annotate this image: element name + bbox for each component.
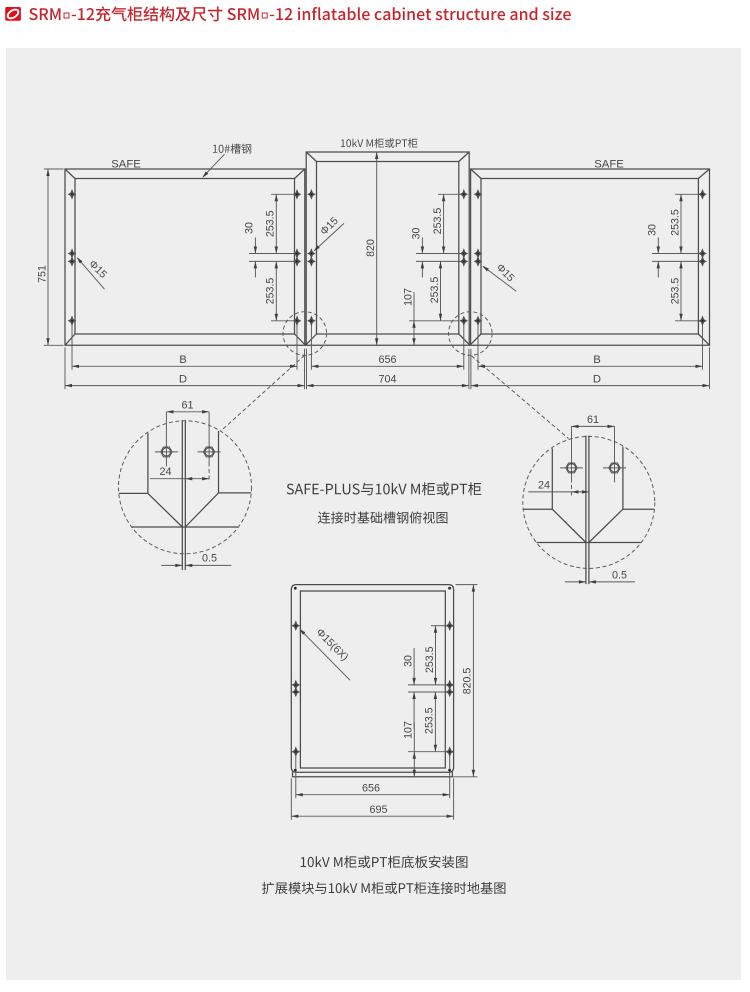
label-dim-820: 820 — [365, 239, 377, 257]
frame-lines — [64, 151, 711, 778]
page-header — [5, 6, 571, 22]
label-safe-left: SAFE — [111, 158, 141, 170]
label-dim-253-5-right-top: 253.5 — [669, 209, 681, 236]
label-dim-d-right: D — [593, 373, 601, 385]
label-dim-61-left: 61 — [181, 399, 193, 411]
label-safe-right: SAFE — [594, 158, 624, 170]
label-dim-30-left: 30 — [244, 222, 256, 234]
label-dim-656-top: 656 — [378, 354, 396, 366]
label-mid-cabinet — [340, 138, 418, 148]
label-phi15-left: Φ15 — [86, 258, 109, 281]
label-channel-steel — [212, 143, 252, 154]
label-caption-plate-line1 — [300, 855, 468, 869]
label-dim-253-5-right-bottom: 253.5 — [669, 278, 681, 305]
label-dim-253-5-plate-bottom: 253.5 — [424, 707, 436, 734]
label-caption-plate-line2 — [262, 881, 506, 895]
label-dim-820-5: 820.5 — [462, 668, 474, 695]
label-dim-30-right: 30 — [647, 224, 659, 236]
label-dim-253-5-mid-top: 253.5 — [432, 208, 444, 235]
label-dim-30-plate: 30 — [402, 655, 414, 667]
label-dim-656-plate: 656 — [362, 783, 380, 795]
label-dim-253-5-left-bottom: 253.5 — [265, 278, 277, 305]
label-dim-704: 704 — [378, 373, 396, 385]
label-dim-d-left: D — [179, 373, 187, 385]
dimension-lines — [44, 152, 710, 820]
label-dim-30-mid: 30 — [411, 228, 423, 240]
label-dim-695: 695 — [369, 804, 387, 816]
label-phi15-6x: Φ15(6X) — [314, 626, 351, 663]
label-dim-253-5-left-top: 253.5 — [265, 210, 277, 237]
label-caption-plan-line1 — [286, 482, 482, 496]
label-dim-24-right: 24 — [538, 479, 550, 491]
label-phi15-right: Φ15 — [494, 261, 517, 284]
label-phi15-mid: Φ15 — [318, 215, 341, 238]
label-dim-253-5-mid-bottom: 253.5 — [429, 277, 441, 304]
label-dim-107-mid: 107 — [402, 288, 414, 306]
page-title — [29, 6, 571, 22]
detail-reference-circles — [118, 311, 656, 569]
label-caption-plan-line2 — [317, 511, 448, 524]
dimension-labels: SAFE SAFE 751 253.5 30 253.5 820 253.5 30 253.5 10… — [36, 158, 681, 816]
dimension-arrows — [46, 152, 710, 818]
label-dim-61-right: 61 — [587, 414, 599, 426]
label-dim-b-right: B — [593, 354, 601, 366]
label-dim-24-left: 24 — [159, 466, 171, 478]
label-dim-0-5-right: 0.5 — [612, 569, 627, 581]
label-dim-751: 751 — [36, 265, 48, 283]
label-dim-107-plate: 107 — [403, 721, 415, 739]
label-dim-0-5-left: 0.5 — [202, 553, 217, 565]
bolt-symbols — [67, 189, 707, 772]
label-dim-b-left: B — [179, 354, 187, 366]
label-dim-253-5-plate-top: 253.5 — [424, 646, 436, 673]
brand-logo-icon — [5, 7, 21, 21]
